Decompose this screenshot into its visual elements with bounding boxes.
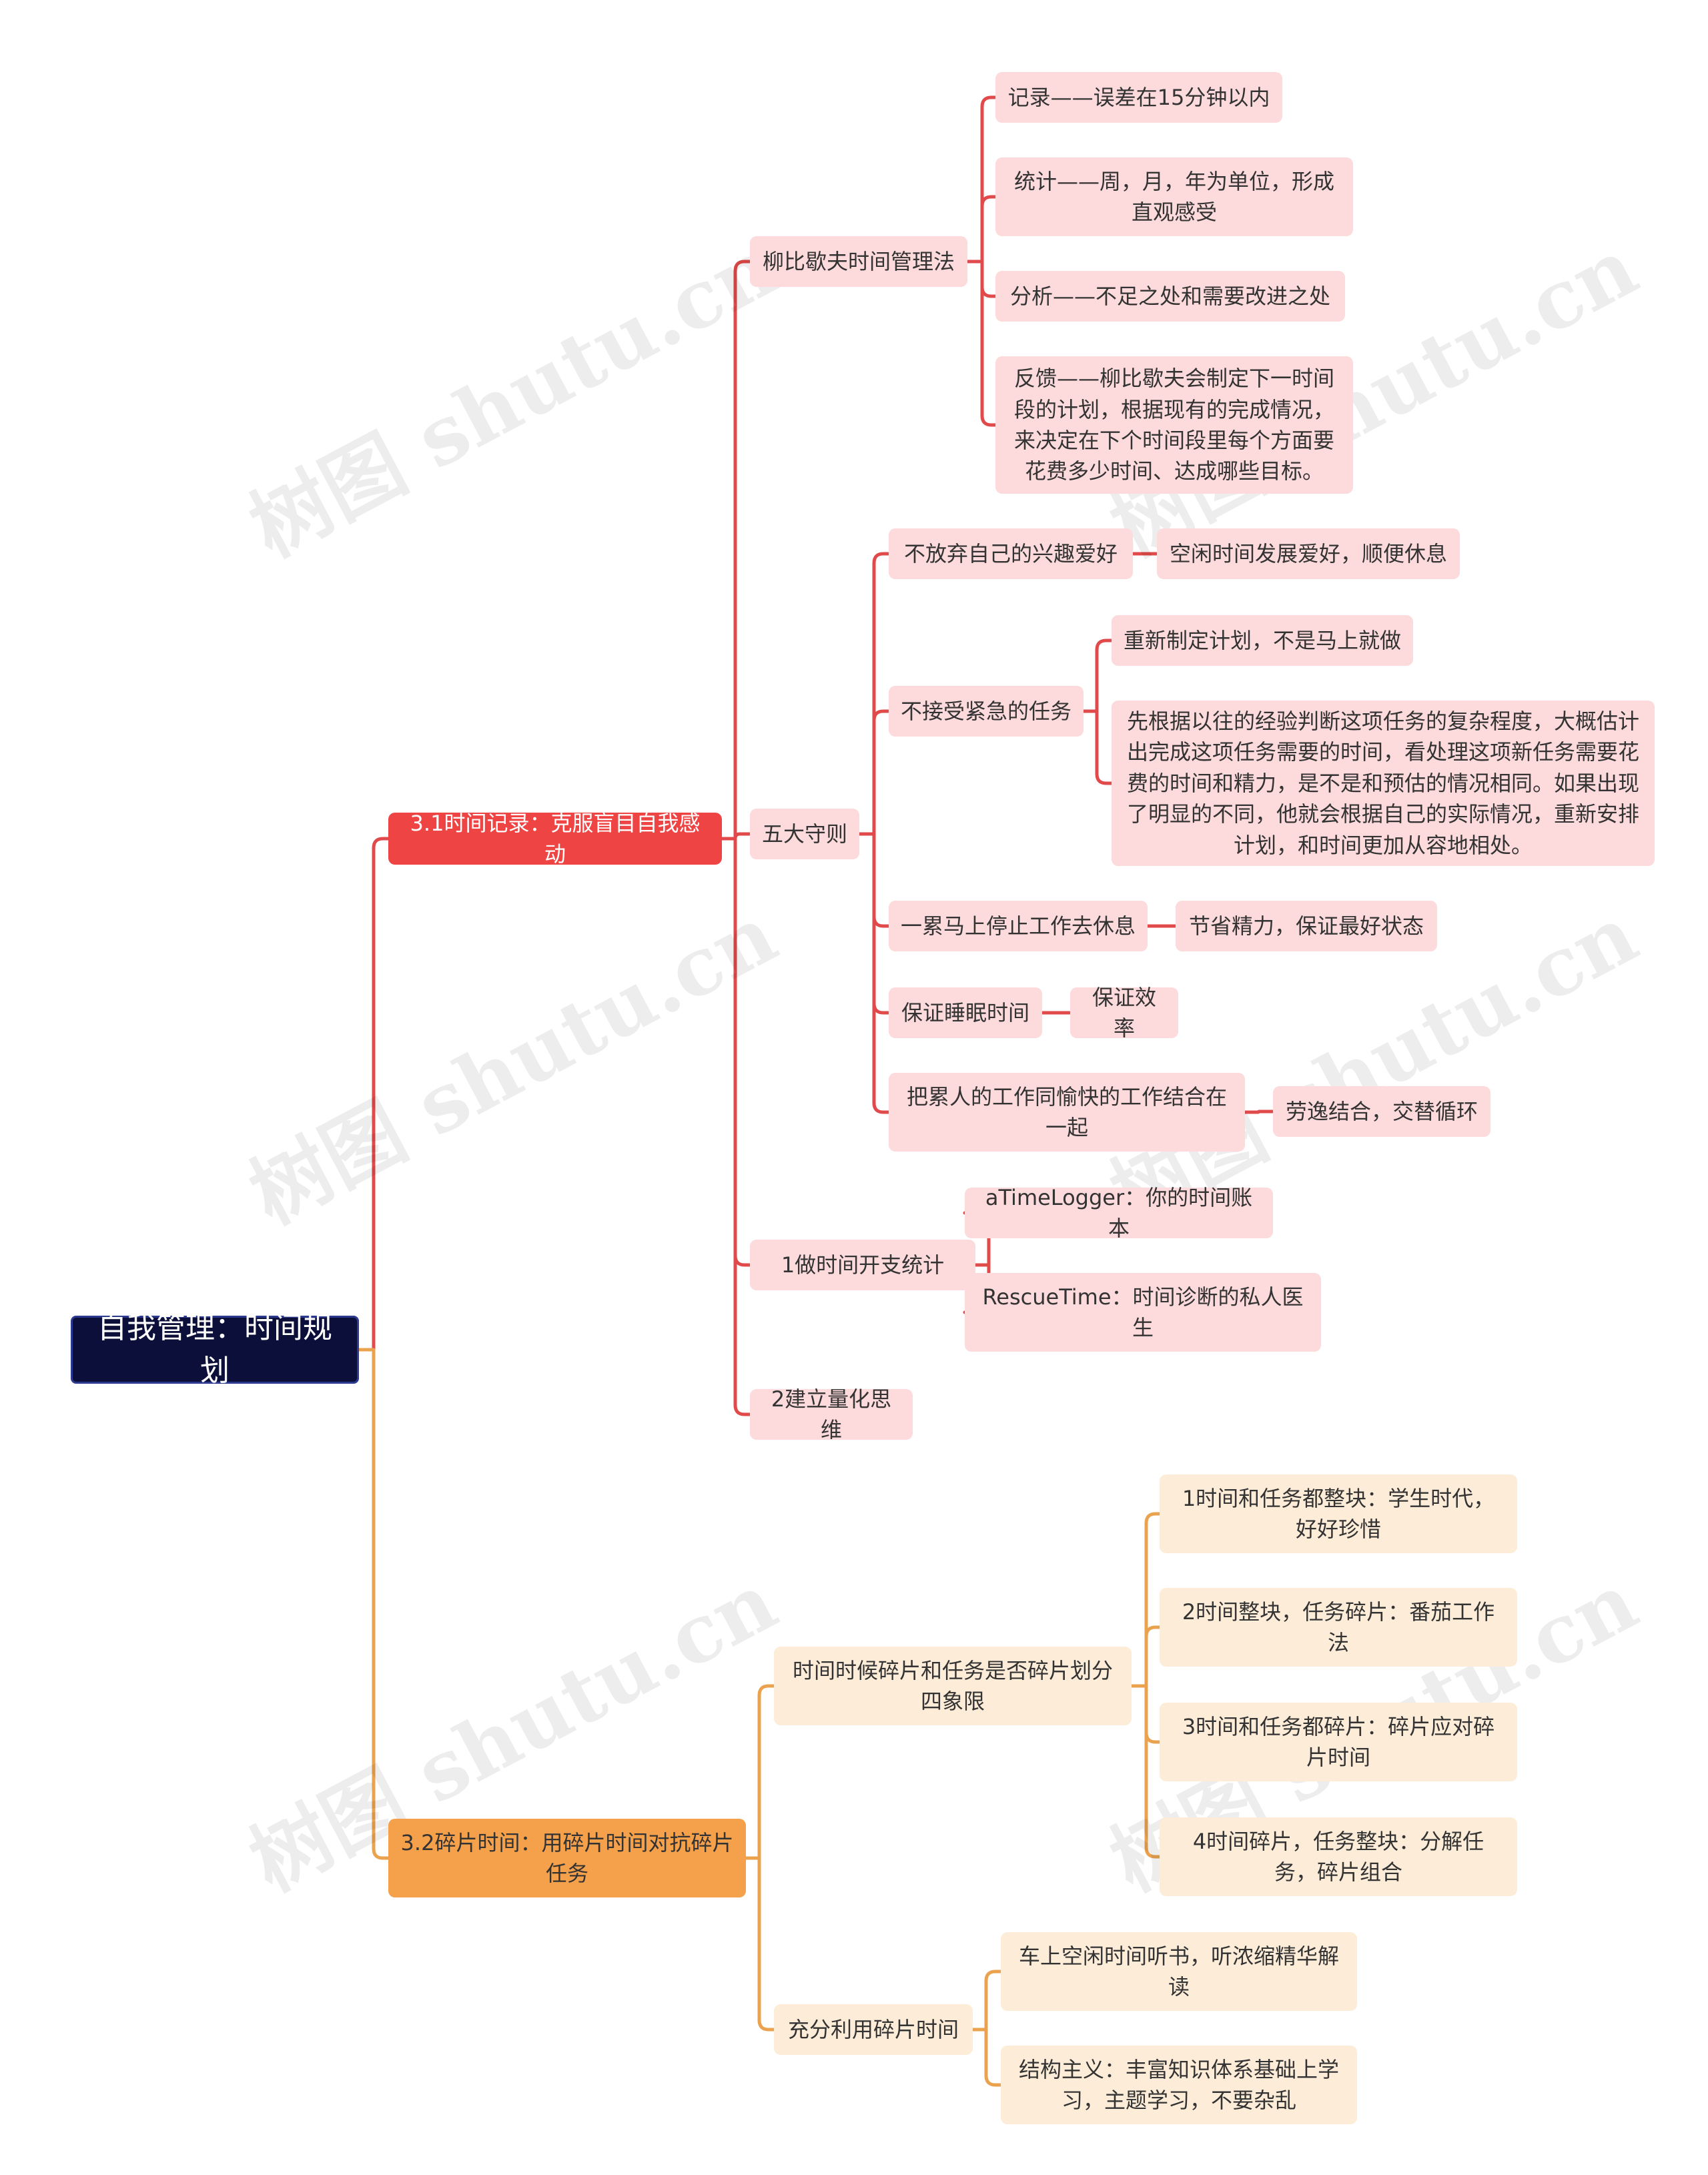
- leaf-audiobooks[interactable]: 车上空闲时间听书，听浓缩精华解读: [1001, 1932, 1357, 2011]
- connector-topic-five-rules: [857, 552, 891, 1114]
- leaf-efficiency[interactable]: 保证效率: [1070, 985, 1178, 1041]
- topic-quantitative[interactable]: 2建立量化思维: [750, 1386, 913, 1442]
- quadrant-1[interactable]: 1时间和任务都整块：学生时代，好好珍惜: [1160, 1474, 1517, 1553]
- rule-sleep[interactable]: 保证睡眠时间: [889, 987, 1042, 1038]
- connector-topic-four-quadrants: [1130, 1512, 1162, 1859]
- leaf-record[interactable]: 记录——误差在15分钟以内: [995, 72, 1282, 123]
- leaf-statistics[interactable]: 统计——周，月，年为单位，形成直观感受: [995, 157, 1353, 236]
- leaf-estimate[interactable]: 先根据以往的经验判断这项任务的复杂程度，大概估计出完成这项任务需要的时间，看处理…: [1112, 701, 1655, 866]
- topic-lyubishchev-method[interactable]: 柳比歇夫时间管理法: [750, 236, 967, 287]
- branch-time-record[interactable]: 3.1时间记录：克服盲目自我感动: [388, 811, 722, 867]
- topic-five-rules[interactable]: 五大守则: [750, 809, 859, 859]
- leaf-feedback[interactable]: 反馈——柳比歇夫会制定下一时间段的计划，根据现有的完成情况，来决定在下个时间段里…: [995, 356, 1353, 494]
- topic-four-quadrants[interactable]: 时间时候碎片和任务是否碎片划分四象限: [774, 1647, 1132, 1725]
- leaf-atimelogger[interactable]: aTimeLogger：你的时间账本: [965, 1185, 1273, 1241]
- connector-root-topic: [357, 1348, 390, 1860]
- leaf-replan[interactable]: 重新制定计划，不是马上就做: [1112, 615, 1413, 666]
- root-topic[interactable]: 自我管理：时间规划: [71, 1311, 359, 1388]
- connector-branch-time-record: [720, 260, 752, 1416]
- topic-use-fragments[interactable]: 充分利用碎片时间: [774, 2004, 973, 2055]
- leaf-save-energy[interactable]: 节省精力，保证最好状态: [1176, 901, 1437, 951]
- rule-combine-work[interactable]: 把累人的工作同愉快的工作结合在一起: [889, 1073, 1245, 1152]
- rule-no-urgent-tasks[interactable]: 不接受紧急的任务: [889, 686, 1084, 737]
- connector-branch-fragment-time: [744, 1684, 776, 2032]
- leaf-hobbies[interactable]: 空闲时间发展爱好，顺便休息: [1157, 528, 1460, 579]
- leaf-structuralism[interactable]: 结构主义：丰富知识体系基础上学习，主题学习，不要杂乱: [1001, 2046, 1357, 2124]
- rule-keep-hobbies[interactable]: 不放弃自己的兴趣爱好: [889, 528, 1133, 579]
- leaf-analysis[interactable]: 分析——不足之处和需要改进之处: [995, 271, 1345, 322]
- connector-topic-use-fragments: [971, 1970, 1003, 2087]
- topic-time-stats[interactable]: 1做时间开支统计: [750, 1240, 975, 1290]
- leaf-rescuetime[interactable]: RescueTime：时间诊断的私人医生: [965, 1273, 1321, 1352]
- connector-rule-no-urgent-tasks: [1082, 638, 1114, 785]
- quadrant-4[interactable]: 4时间碎片，任务整块：分解任务，碎片组合: [1160, 1817, 1517, 1896]
- connector-topic-lyubishchev-method: [965, 95, 997, 427]
- connector-root-topic: [357, 837, 390, 1352]
- quadrant-3[interactable]: 3时间和任务都碎片：碎片应对碎片时间: [1160, 1703, 1517, 1781]
- branch-fragment-time[interactable]: 3.2碎片时间：用碎片时间对抗碎片任务: [388, 1819, 746, 1897]
- leaf-alternate[interactable]: 劳逸结合，交替循环: [1273, 1086, 1490, 1137]
- rule-rest-when-tired[interactable]: 一累马上停止工作去休息: [889, 901, 1148, 951]
- quadrant-2[interactable]: 2时间整块，任务碎片：番茄工作法: [1160, 1588, 1517, 1667]
